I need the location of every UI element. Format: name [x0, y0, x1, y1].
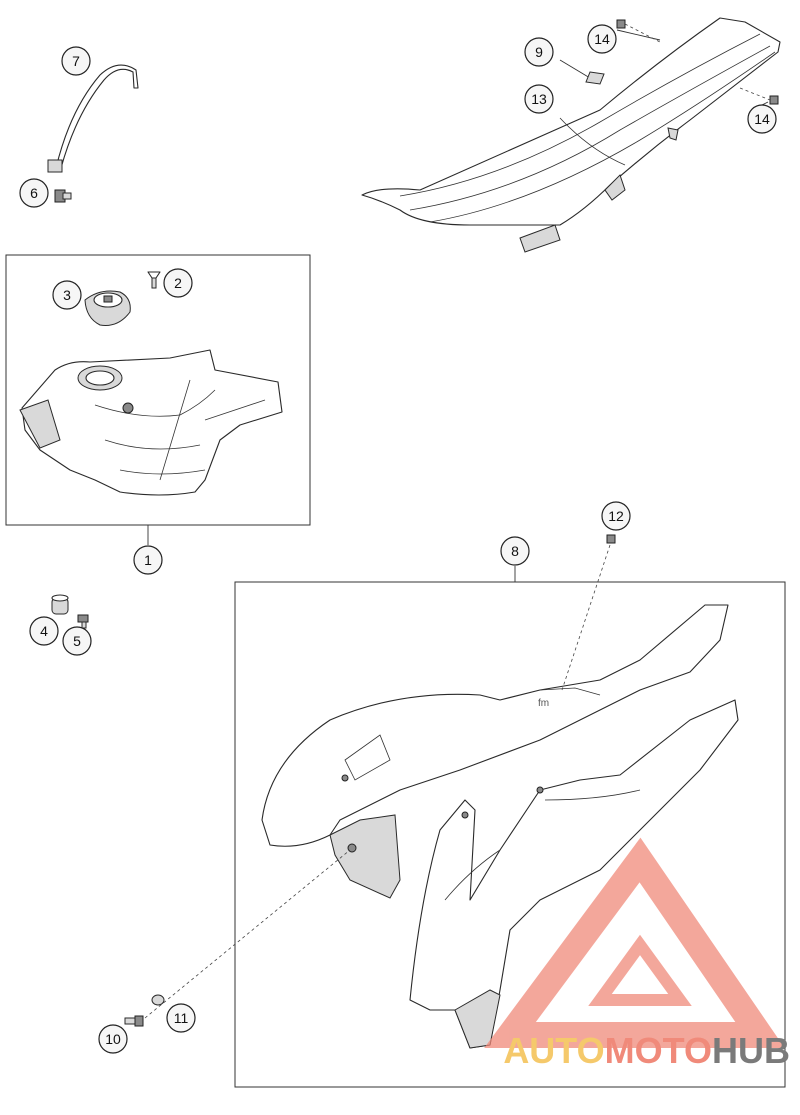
- callout-label: 9: [535, 44, 543, 60]
- callout: 8: [500, 536, 530, 566]
- bushing-part: [51, 594, 69, 615]
- callout-label: 8: [511, 543, 519, 559]
- callout: 10: [98, 1024, 128, 1054]
- callout: 12: [601, 501, 631, 531]
- watermark-logo: [484, 837, 785, 1048]
- callout: 11: [166, 1003, 196, 1033]
- callout-label: 11: [174, 1010, 189, 1026]
- cover-screw-12: [561, 534, 616, 691]
- callout: 13: [524, 84, 554, 114]
- callout-label: 13: [531, 91, 547, 107]
- callout: 4: [29, 616, 59, 646]
- watermark-text-moto: MOTO: [605, 1030, 712, 1071]
- callout-label: 3: [63, 287, 71, 303]
- side-cover-group-frame: [234, 581, 786, 1088]
- callout: 3: [52, 280, 82, 310]
- seat-bolt-front: [616, 19, 661, 43]
- callout: 6: [19, 178, 49, 208]
- watermark-text-auto: AUTO: [503, 1030, 604, 1071]
- hose-fitting-part: [54, 189, 72, 203]
- callout-label: 4: [40, 623, 48, 639]
- callout-label: 7: [72, 53, 80, 69]
- callout-label: 6: [30, 185, 38, 201]
- callout-label: 14: [594, 31, 610, 47]
- watermark-text-hub: HUB: [712, 1030, 790, 1071]
- callout-label: 2: [174, 275, 182, 291]
- callout-label: 14: [754, 111, 770, 127]
- seat-part: [361, 17, 781, 253]
- washer-11: [151, 994, 165, 1006]
- seat-bolt-rear: [739, 87, 779, 105]
- cover-screw-10: [124, 1015, 144, 1027]
- fastener-axis-line: [144, 849, 351, 1019]
- callout: 14: [747, 104, 777, 134]
- callout-label: 10: [105, 1031, 121, 1047]
- callout-label: 12: [608, 508, 624, 524]
- fuel-cap-part: [84, 290, 131, 326]
- side-cover-left-part: fm: [261, 604, 729, 899]
- callout: 14: [587, 24, 617, 54]
- callout: 5: [62, 626, 92, 656]
- callout-label: 5: [73, 633, 81, 649]
- fuel-breather-hose: [47, 64, 139, 173]
- cap-screw-part: [147, 271, 161, 289]
- fuel-tank-group-frame: [5, 254, 311, 526]
- callout: 1: [133, 545, 163, 575]
- side-cover-right-part: [409, 699, 739, 1049]
- callout: 2: [163, 268, 193, 298]
- screw-part: [77, 614, 89, 629]
- callout-label: 1: [144, 552, 152, 568]
- svg-text:fm: fm: [538, 698, 549, 709]
- callout: 9: [524, 37, 554, 67]
- watermark-text: AUTOMOTOHUB: [503, 1030, 790, 1071]
- callout: 7: [61, 46, 91, 76]
- fuel-tank-part: [19, 349, 283, 496]
